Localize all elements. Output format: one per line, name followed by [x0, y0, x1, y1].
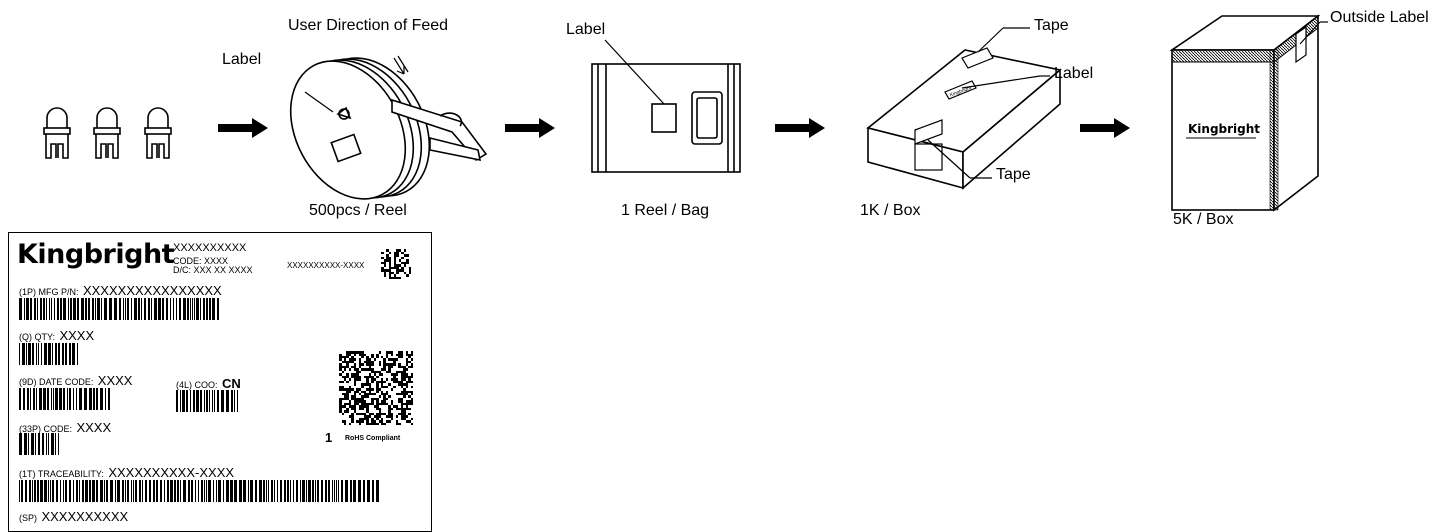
- coo-barcode: [176, 390, 238, 412]
- rohs-text: RoHS Compliant: [345, 435, 401, 442]
- coo-value: CN: [221, 376, 241, 391]
- code-33p-line: (33P) CODE: XXXX: [19, 420, 111, 436]
- arrow-icon: [505, 118, 555, 138]
- led-icon: [93, 107, 121, 159]
- coo-prefix: (4L) COO:: [176, 380, 218, 390]
- trace-prefix: (1T) TRACEABILITY:: [19, 469, 104, 479]
- traceability-line: (1T) TRACEABILITY: XXXXXXXXXX-XXXX: [19, 465, 234, 481]
- led-icon: [144, 107, 172, 159]
- reel-label-text: Label: [222, 51, 262, 68]
- coo-line: (4L) COO: CN: [176, 376, 241, 392]
- mfg-barcode: [19, 298, 219, 320]
- led-components: [43, 107, 172, 159]
- count-value: 1: [325, 430, 333, 445]
- box-caption: 1K / Box: [860, 202, 921, 219]
- sp-value: XXXXXXXXXX: [41, 509, 129, 524]
- arrow-icon: [218, 118, 268, 138]
- traceability-barcode: [19, 480, 379, 502]
- trace-small: XXXXXXXXXX-XXXX: [287, 261, 365, 270]
- date-barcode: [19, 388, 111, 410]
- header-code: XXXXXXXXXX: [173, 242, 247, 254]
- qty-line: (Q) QTY: XXXX: [19, 328, 94, 344]
- date-code-line: (9D) DATE CODE: XXXX: [19, 373, 132, 389]
- reel-caption: 500pcs / Reel: [309, 202, 407, 219]
- mfg-pn-line: (1P) MFG P/N: XXXXXXXXXXXXXXXX: [19, 283, 222, 299]
- box-label-text: Label: [1054, 65, 1094, 82]
- sp-line: (SP) XXXXXXXXXX: [19, 509, 128, 525]
- sp-prefix: (SP): [19, 513, 37, 523]
- code-value: XXXX: [76, 420, 112, 435]
- bag-label-text: Label: [566, 21, 606, 38]
- date-prefix: (9D) DATE CODE:: [19, 377, 94, 387]
- qty-prefix: (Q) QTY:: [19, 332, 55, 342]
- arrow-icon: [1080, 118, 1130, 138]
- code-line: CODE: XXXX: [173, 256, 229, 266]
- bag-caption: 1 Reel / Bag: [621, 202, 710, 219]
- small-2d-barcode: [381, 249, 411, 279]
- arrow-icon: [775, 118, 825, 138]
- outer-box-caption: 5K / Box: [1173, 211, 1234, 228]
- dc-line: D/C: XXX XX XXXX: [173, 265, 253, 275]
- direction-of-feed-label: User Direction of Feed: [288, 17, 449, 34]
- bag-icon: [591, 39, 741, 173]
- qty-value: XXXX: [59, 328, 95, 343]
- flow-arrows: [218, 118, 1130, 138]
- code-prefix: (33P) CODE:: [19, 424, 73, 434]
- tape-top-label: Tape: [1034, 17, 1069, 34]
- date-value: XXXX: [97, 373, 133, 388]
- shipping-label-card: Kingbright XXXXXXXXXX CODE: XXXX D/C: XX…: [8, 232, 432, 532]
- outside-label-text: Outside Label: [1330, 9, 1429, 26]
- reel-icon: [289, 55, 488, 200]
- led-icon: [43, 107, 71, 159]
- large-box-icon: [1169, 14, 1328, 212]
- qty-barcode: [19, 343, 79, 365]
- mfg-prefix: (1P) MFG P/N:: [19, 287, 79, 297]
- tape-bottom-label: Tape: [996, 166, 1031, 183]
- outer-box-brand: Kingbright: [1188, 122, 1260, 136]
- trace-value: XXXXXXXXXX-XXXX: [108, 465, 235, 480]
- code-barcode: [19, 433, 59, 455]
- packaging-flow-diagram: Kingbright Kingbright: [43, 14, 1328, 212]
- mfg-value: XXXXXXXXXXXXXXXX: [82, 283, 222, 298]
- small-box-icon: [866, 27, 1062, 190]
- brand-logo: Kingbright: [17, 239, 175, 270]
- large-2d-barcode: [339, 351, 413, 425]
